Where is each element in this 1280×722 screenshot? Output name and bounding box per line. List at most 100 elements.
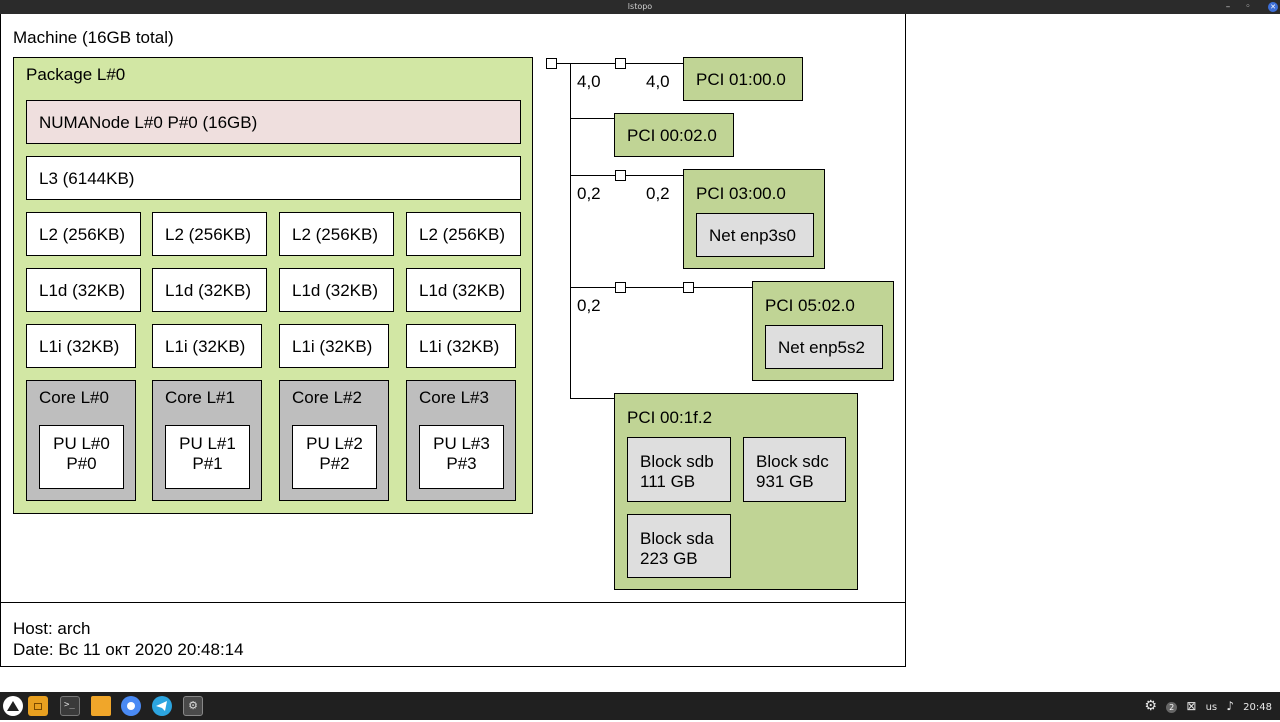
pci-device-label: PCI 01:00.0 [696,70,786,89]
pu-label: PU L#1 P#1 [179,434,236,473]
pci-device-label: PCI 05:02.0 [765,296,855,315]
notification-badge[interactable]: 2 [1166,702,1178,713]
l1d-cache-box-0: L1d (32KB) [26,268,141,312]
l2-cache-label: L2 (256KB) [292,225,378,244]
desktop-background [906,14,1280,692]
net-device-enp5s2: Net enp5s2 [765,325,883,369]
l1i-cache-label: L1i (32KB) [39,337,120,356]
net-device-enp3s0: Net enp3s0 [696,213,814,257]
numa-node-label: NUMANode L#0 P#0 (16GB) [39,113,258,132]
l1d-cache-label: L1d (32KB) [165,281,251,300]
pci-device-01-00-0: PCI 01:00.0 [683,57,803,101]
numa-node-box: NUMANode L#0 P#0 (16GB) [26,100,521,144]
pu-box-1: PU L#1 P#1 [165,425,250,489]
footer-divider [1,602,905,603]
maximize-button[interactable]: ◦ [1245,2,1251,12]
pci-link-line [570,118,614,119]
core-box-1: Core L#1 PU L#1 P#1 [152,380,262,501]
volume-icon[interactable]: ♪ [1226,699,1234,713]
chromium-center-glyph [127,702,135,710]
pci-bridge-port [615,58,626,69]
pci-bridge-port [615,170,626,181]
l1d-cache-label: L1d (32KB) [292,281,378,300]
telegram-icon[interactable] [152,696,172,716]
link-speed-label: 0,2 [577,184,601,203]
pci-device-03-00-0: PCI 03:00.0 Net enp3s0 [683,169,825,269]
window-titlebar[interactable]: lstopo – ◦ ✕ [0,0,1280,14]
l1d-cache-box-2: L1d (32KB) [279,268,394,312]
pci-device-label: PCI 00:02.0 [627,126,717,145]
pci-device-label: PCI 00:1f.2 [627,408,713,427]
pci-link-line [570,398,614,399]
core-box-3: Core L#3 PU L#3 P#3 [406,380,516,501]
l1i-cache-box-2: L1i (32KB) [279,324,389,368]
pci-bus-trunk [570,64,571,399]
window-title: lstopo [627,2,653,11]
l1d-cache-box-1: L1d (32KB) [152,268,267,312]
system-tray: ⚙ 2 ⊠ us ♪ 20:48 [1138,692,1272,720]
l1i-cache-label: L1i (32KB) [165,337,246,356]
block-device-label: Block sdc 931 GB [756,452,829,491]
terminal-glyph: >_ [64,700,75,710]
l1i-cache-box-3: L1i (32KB) [406,324,516,368]
host-info: Host: arch Date: Вс 11 окт 2020 20:48:14 [13,618,244,660]
link-speed-label: 4,0 [577,72,601,91]
core-label: Core L#1 [165,388,235,407]
core-label: Core L#2 [292,388,362,407]
core-box-2: Core L#2 PU L#2 P#2 [279,380,389,501]
l1d-cache-label: L1d (32KB) [39,281,125,300]
folder-icon[interactable] [91,696,111,716]
host-bridge-port [546,58,557,69]
date-label: Date: Вс 11 окт 2020 20:48:14 [13,640,244,659]
l2-cache-box-2: L2 (256KB) [279,212,394,256]
pu-label: PU L#0 P#0 [53,434,110,473]
pci-device-05-02-0: PCI 05:02.0 Net enp5s2 [752,281,894,381]
settings-glyph: ⚙ [188,699,198,712]
pci-bridge-port [615,282,626,293]
pu-label: PU L#2 P#2 [306,434,363,473]
pci-link-line [570,287,752,288]
l1i-cache-label: L1i (32KB) [419,337,500,356]
pu-box-3: PU L#3 P#3 [419,425,504,489]
pci-link-line [570,175,683,176]
link-speed-label: 0,2 [577,296,601,315]
clock[interactable]: 20:48 [1243,702,1272,713]
link-speed-label: 0,2 [646,184,670,203]
topology-canvas: Machine (16GB total) Package L#0 NUMANod… [0,14,906,667]
l1d-cache-label: L1d (32KB) [419,281,505,300]
l1i-cache-label: L1i (32KB) [292,337,373,356]
l2-cache-label: L2 (256KB) [419,225,505,244]
l3-cache-box: L3 (6144KB) [26,156,521,200]
pci-device-00-02-0: PCI 00:02.0 [614,113,734,157]
keyboard-layout[interactable]: us [1205,702,1218,713]
window-list-icon[interactable]: ⊠ [1186,699,1197,713]
link-speed-label: 4,0 [646,72,670,91]
package-label: Package L#0 [26,65,126,84]
pci-device-00-1f-2: PCI 00:1f.2 Block sdb 111 GB Block sdc 9… [614,393,858,590]
l1i-cache-box-0: L1i (32KB) [26,324,136,368]
host-label: Host: arch [13,619,91,638]
file-manager-glyph [34,703,42,710]
l2-cache-box-1: L2 (256KB) [152,212,267,256]
terminal-icon[interactable]: >_ [60,696,80,716]
chromium-icon[interactable] [121,696,141,716]
l1d-cache-box-3: L1d (32KB) [406,268,521,312]
block-device-sda: Block sda 223 GB [627,514,731,578]
core-label: Core L#0 [39,388,109,407]
core-box-0: Core L#0 PU L#0 P#0 [26,380,136,501]
pu-box-2: PU L#2 P#2 [292,425,377,489]
l1i-cache-box-1: L1i (32KB) [152,324,262,368]
start-icon[interactable] [3,696,23,716]
l2-cache-label: L2 (256KB) [165,225,251,244]
file-manager-icon[interactable] [28,696,48,716]
close-button[interactable]: ✕ [1268,2,1278,12]
settings-icon[interactable]: ⚙ [183,696,203,716]
pci-device-label: PCI 03:00.0 [696,184,786,203]
l3-cache-label: L3 (6144KB) [39,169,135,188]
minimize-button[interactable]: – [1225,2,1231,12]
block-device-label: Block sda 223 GB [640,529,714,568]
block-device-label: Block sdb 111 GB [640,452,714,491]
gear-icon[interactable]: ⚙ [1144,698,1157,714]
machine-label: Machine (16GB total) [13,28,174,47]
l2-cache-box-0: L2 (256KB) [26,212,141,256]
